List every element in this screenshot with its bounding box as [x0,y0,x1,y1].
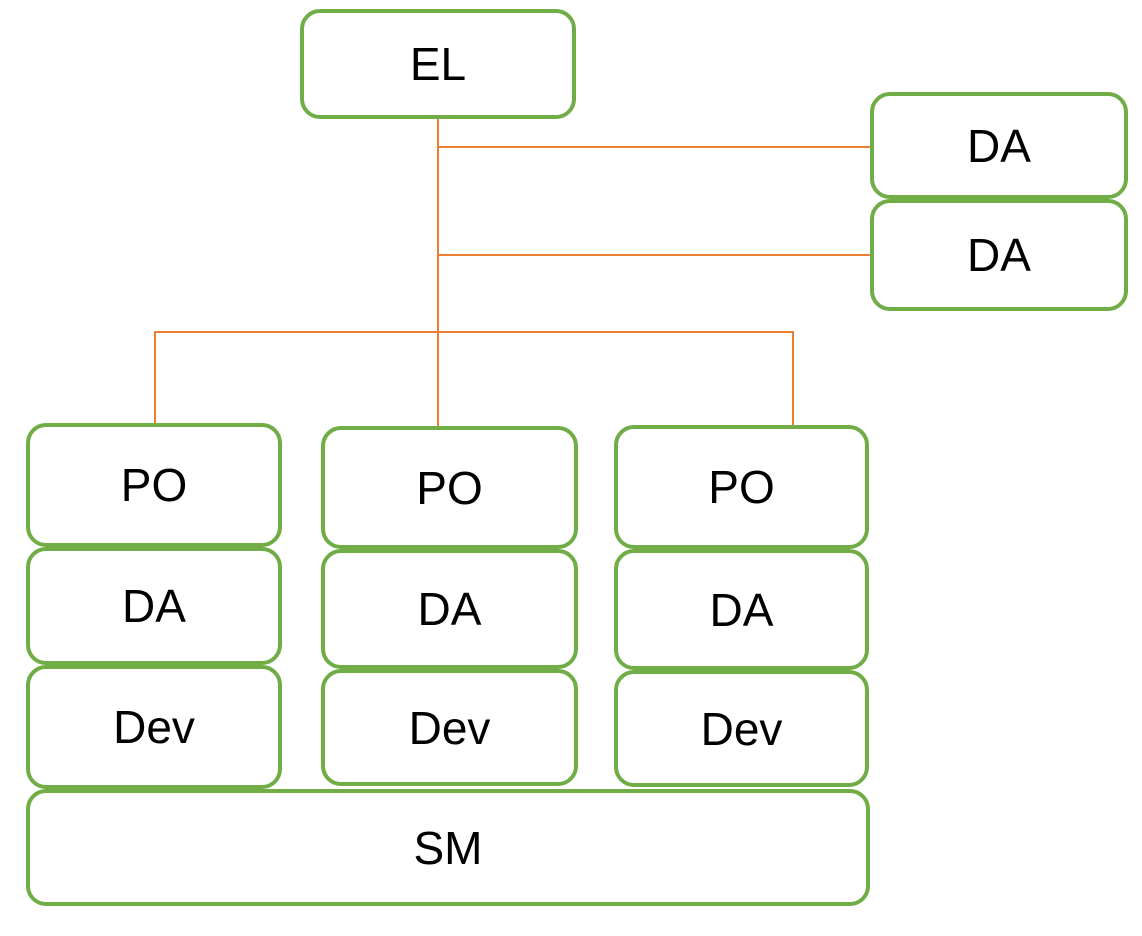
node-po-1: PO [26,423,282,547]
node-po-3: PO [614,425,869,549]
node-da-right-1: DA [870,92,1128,199]
node-da-1: DA [26,547,282,665]
node-el-label: EL [409,38,467,90]
node-el: EL [300,9,576,119]
node-da-2: DA [321,549,578,669]
node-da-right-1-label: DA [967,119,1031,172]
node-sm: SM [26,789,870,906]
node-dev-1: Dev [26,665,282,789]
node-dev-3-label: Dev [700,702,783,755]
node-da-2-label: DA [417,583,482,635]
node-po-2-label: PO [416,461,483,514]
connector-drop-right [792,331,794,425]
node-da-3: DA [614,549,869,670]
node-dev-2: Dev [321,669,578,786]
node-sm-label: SM [413,821,483,874]
node-da-right-2: DA [870,199,1128,311]
connector-drop-left [154,331,156,423]
node-dev-2-label: Dev [408,701,491,754]
connector-el-to-da-right-1 [438,146,870,148]
node-po-3-label: PO [708,461,775,513]
node-po-2: PO [321,426,578,549]
node-po-1-label: PO [120,459,188,511]
connector-el-trunk [437,119,439,426]
node-dev-3: Dev [614,670,869,787]
connector-el-to-da-right-2 [438,254,870,256]
node-da-3-label: DA [709,583,774,636]
node-da-right-2-label: DA [967,229,1031,281]
connector-branch-horizontal [154,331,794,333]
node-dev-1-label: Dev [113,701,195,753]
node-da-1-label: DA [122,580,186,632]
